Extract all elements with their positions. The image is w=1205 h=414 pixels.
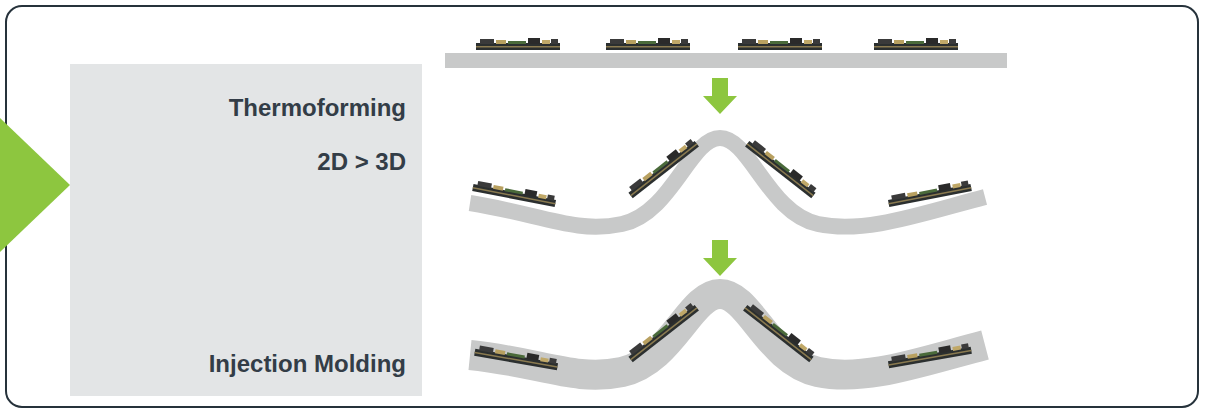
pcb-chip bbox=[606, 38, 690, 50]
down-arrow bbox=[703, 78, 737, 114]
flat-film bbox=[445, 53, 1007, 68]
flow-arrow bbox=[0, 118, 70, 252]
pcb-chip bbox=[745, 137, 819, 198]
molded-part bbox=[470, 294, 985, 375]
frame bbox=[6, 6, 1198, 407]
formed-film bbox=[470, 138, 985, 227]
step-label: Thermoforming bbox=[229, 94, 406, 123]
pcb-chip bbox=[887, 342, 972, 368]
pcb-chip bbox=[738, 38, 822, 50]
pcb-chip bbox=[476, 38, 560, 50]
pcb-chip bbox=[625, 137, 699, 198]
step-panel: Thermoforming 2D > 3D Injection Molding bbox=[70, 64, 422, 396]
pcb-chip bbox=[472, 179, 557, 207]
pcb-chip bbox=[887, 179, 972, 207]
pcb-chip bbox=[874, 38, 958, 50]
pcb-chip bbox=[474, 344, 559, 370]
pcb-chip bbox=[743, 301, 817, 362]
step-label: Injection Molding bbox=[209, 350, 406, 379]
down-arrow bbox=[703, 240, 737, 276]
step-label: 2D > 3D bbox=[317, 148, 406, 177]
pcb-chip bbox=[625, 301, 699, 362]
